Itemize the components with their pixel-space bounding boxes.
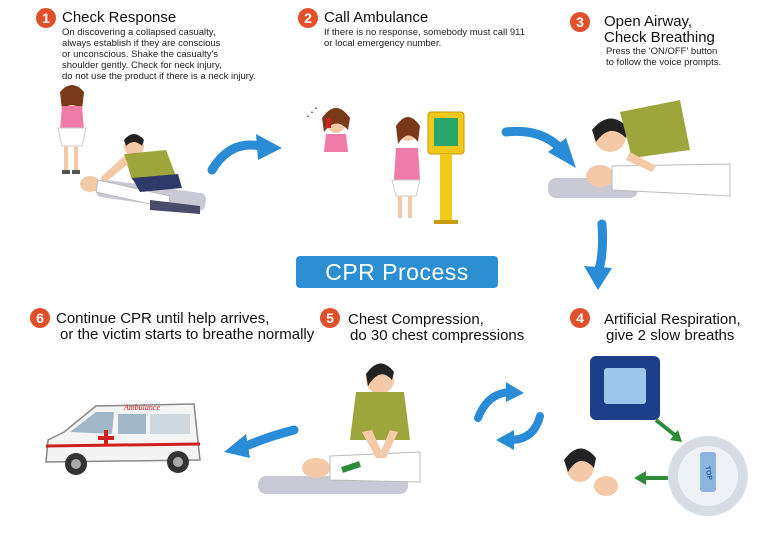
step-3-title-line-2: Check Breathing bbox=[604, 29, 715, 46]
step-4-title-line-2: give 2 slow breaths bbox=[606, 327, 735, 344]
step-5-number: 5 bbox=[320, 308, 340, 328]
green-arrow-down bbox=[654, 418, 678, 438]
step-1-desc-line-3: or unconscious. Shake the casualty's bbox=[62, 49, 219, 60]
casualty-compression-figure bbox=[258, 451, 421, 494]
step-5-title-line-1: Chest Compression, bbox=[348, 311, 484, 328]
arrow-2-to-3 bbox=[501, 126, 565, 153]
green-arrow-down-head bbox=[670, 430, 682, 442]
step-3-number: 3 bbox=[570, 12, 590, 32]
mask-package-photo bbox=[590, 356, 660, 420]
rescuer-compression-figure bbox=[350, 363, 410, 458]
cycle-arrow-bottom bbox=[506, 412, 544, 444]
step-1-desc-line-2: always establish if they are conscious bbox=[62, 38, 221, 49]
step-2-title: Call Ambulance bbox=[324, 9, 429, 26]
arrow-1-to-2 bbox=[207, 140, 265, 175]
step-6-title-line-2: or the victim starts to breathe normally bbox=[60, 326, 315, 343]
arrow-5-to-6-head bbox=[224, 434, 250, 458]
step-6-title-line-1: Continue CPR until help arrives, bbox=[56, 310, 270, 327]
cycle-arrow-top-head bbox=[506, 382, 524, 402]
arrow-3-to-4-head bbox=[584, 266, 612, 290]
arrow-2-to-3-head bbox=[548, 138, 576, 168]
cycle-arrow-bottom-head bbox=[496, 430, 514, 450]
face-shield-photo: TOP bbox=[668, 436, 748, 516]
step-4-number: 4 bbox=[570, 308, 590, 328]
ambulance-label: Ambulance bbox=[123, 403, 160, 412]
step-3-desc-line-2: to follow the voice prompts. bbox=[606, 57, 722, 68]
mask-top-label: TOP bbox=[703, 466, 712, 482]
woman-on-phone-figure bbox=[322, 108, 350, 152]
step-1-title: Check Response bbox=[62, 9, 177, 26]
rescuer-airway-figure bbox=[592, 100, 690, 172]
step-2-number: 2 bbox=[298, 8, 318, 28]
step-1-desc-line-5: do not use the product if there is a nec… bbox=[62, 71, 256, 82]
woman-at-cabinet-figure bbox=[391, 117, 421, 218]
step-4-title-line-1: Artificial Respiration, bbox=[604, 311, 741, 328]
step-1-desc-line-1: On discovering a collapsed casualty, bbox=[62, 27, 216, 38]
svg-text:⋰: ⋰ bbox=[306, 105, 318, 119]
arrow-1-to-2-head bbox=[256, 134, 282, 160]
arrow-3-to-4 bbox=[593, 219, 607, 277]
step-1-desc-line-4: shoulder gently. Check for neck injury, bbox=[62, 60, 222, 71]
step-6-number: 6 bbox=[30, 308, 50, 328]
woman-standing-figure bbox=[57, 85, 87, 174]
arrow-5-to-6 bbox=[241, 425, 299, 451]
breathing-rescuer-figure bbox=[564, 448, 618, 496]
rescuer-kneeling-figure bbox=[100, 134, 182, 192]
step-5-title-line-2: do 30 chest compressions bbox=[350, 327, 525, 344]
cpr-process-title: CPR Process bbox=[296, 256, 498, 288]
casualty-lying-figure bbox=[80, 176, 206, 214]
step-2-desc-line-2: or local emergency number. bbox=[324, 38, 442, 49]
step-2-desc-line-1: If there is no response, somebody must c… bbox=[324, 27, 526, 38]
green-arrow-left-head bbox=[634, 471, 646, 485]
aed-cabinet bbox=[427, 111, 465, 224]
casualty-airway-figure bbox=[548, 163, 731, 198]
ambulance-vehicle: Ambulance bbox=[45, 403, 201, 475]
step-3-desc-line-1: Press the 'ON/OFF' button bbox=[606, 46, 718, 57]
cycle-arrow-top bbox=[474, 388, 516, 422]
step-3-title-line-1: Open Airway, bbox=[604, 13, 693, 30]
step-1-number: 1 bbox=[36, 8, 56, 28]
